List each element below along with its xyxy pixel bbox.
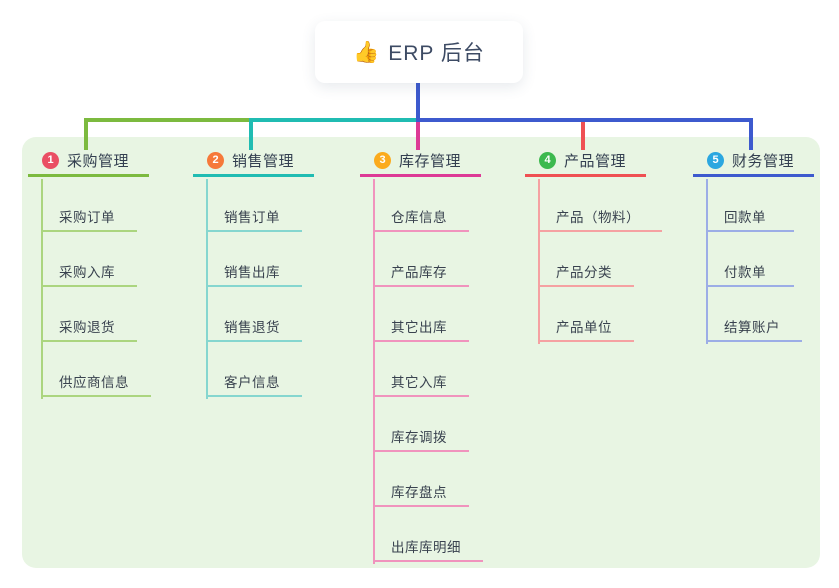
child-node[interactable]: 采购入库 bbox=[41, 261, 137, 287]
branch-5-spine-line bbox=[706, 179, 708, 344]
child-node[interactable]: 产品（物料） bbox=[538, 206, 662, 232]
child-node[interactable]: 其它出库 bbox=[373, 316, 469, 342]
child-node-label: 出库库明细 bbox=[391, 540, 461, 555]
branch-node-5[interactable]: 5 财务管理 bbox=[693, 148, 814, 177]
branch-number-badge: 4 bbox=[539, 151, 556, 169]
child-node[interactable]: 库存调拨 bbox=[373, 426, 469, 452]
child-node-label: 客户信息 bbox=[224, 375, 280, 390]
child-node[interactable]: 库存盘点 bbox=[373, 481, 469, 507]
root-trunk-line bbox=[416, 83, 420, 122]
child-node[interactable]: 仓库信息 bbox=[373, 206, 469, 232]
branches-panel bbox=[22, 137, 820, 568]
branch-3-spine-line bbox=[373, 179, 375, 564]
branch-number-badge: 1 bbox=[42, 151, 59, 169]
branch-node-2[interactable]: 2 销售管理 bbox=[193, 148, 314, 177]
child-node[interactable]: 产品单位 bbox=[538, 316, 634, 342]
child-node[interactable]: 回款单 bbox=[706, 206, 794, 232]
child-node-label: 销售出库 bbox=[224, 265, 280, 280]
child-node-label: 其它出库 bbox=[391, 320, 447, 335]
child-node-label: 产品分类 bbox=[556, 265, 612, 280]
child-node[interactable]: 采购订单 bbox=[41, 206, 137, 232]
branch-2-spine-line bbox=[206, 179, 208, 399]
branch-2-drop-line bbox=[249, 118, 253, 150]
child-node-label: 其它入库 bbox=[391, 375, 447, 390]
branch-title-label: 库存管理 bbox=[399, 152, 462, 170]
child-node[interactable]: 销售订单 bbox=[206, 206, 302, 232]
child-node[interactable]: 出库库明细 bbox=[373, 536, 483, 562]
branch-number-badge: 5 bbox=[707, 151, 724, 169]
branch-4-drop-line bbox=[581, 118, 585, 150]
mindmap-root-node[interactable]: 👍 ERP 后台 bbox=[315, 21, 523, 83]
root-node-label: ERP 后台 bbox=[388, 42, 485, 65]
branch-1-drop-line bbox=[84, 118, 88, 150]
branch-title-label: 销售管理 bbox=[232, 152, 295, 170]
branch-number-badge: 3 bbox=[374, 151, 391, 169]
child-node-label: 仓库信息 bbox=[391, 210, 447, 225]
child-node-label: 销售订单 bbox=[224, 210, 280, 225]
branch-4-spine-line bbox=[538, 179, 540, 344]
child-node-label: 回款单 bbox=[724, 210, 766, 225]
child-node[interactable]: 采购退货 bbox=[41, 316, 137, 342]
bus-line-right-outer bbox=[416, 118, 753, 122]
child-node-label: 供应商信息 bbox=[59, 375, 129, 390]
branch-node-1[interactable]: 1 采购管理 bbox=[28, 148, 149, 177]
child-node-label: 结算账户 bbox=[724, 320, 780, 335]
child-node[interactable]: 产品库存 bbox=[373, 261, 469, 287]
child-node-label: 付款单 bbox=[724, 265, 766, 280]
child-node-label: 销售退货 bbox=[224, 320, 280, 335]
child-node-label: 采购入库 bbox=[59, 265, 115, 280]
branch-1-spine-line bbox=[41, 179, 43, 399]
child-node-label: 产品单位 bbox=[556, 320, 612, 335]
child-node-label: 采购订单 bbox=[59, 210, 115, 225]
child-node[interactable]: 供应商信息 bbox=[41, 371, 151, 397]
branch-title-label: 产品管理 bbox=[564, 152, 627, 170]
child-node-label: 库存盘点 bbox=[391, 485, 447, 500]
child-node-label: 库存调拨 bbox=[391, 430, 447, 445]
child-node[interactable]: 其它入库 bbox=[373, 371, 469, 397]
thumbs-up-icon: 👍 bbox=[353, 40, 380, 64]
child-node[interactable]: 付款单 bbox=[706, 261, 794, 287]
branch-5-drop-line bbox=[749, 118, 753, 150]
branch-node-4[interactable]: 4 产品管理 bbox=[525, 148, 646, 177]
child-node-label: 采购退货 bbox=[59, 320, 115, 335]
child-node-label: 产品库存 bbox=[391, 265, 447, 280]
child-node[interactable]: 产品分类 bbox=[538, 261, 634, 287]
bus-line-left-inner bbox=[249, 118, 420, 122]
branch-node-3[interactable]: 3 库存管理 bbox=[360, 148, 481, 177]
child-node[interactable]: 销售退货 bbox=[206, 316, 302, 342]
child-node-label: 产品（物料） bbox=[556, 210, 640, 225]
child-node[interactable]: 客户信息 bbox=[206, 371, 302, 397]
child-node[interactable]: 结算账户 bbox=[706, 316, 802, 342]
branch-title-label: 财务管理 bbox=[732, 152, 795, 170]
branch-3-drop-line bbox=[416, 118, 420, 150]
child-node[interactable]: 销售出库 bbox=[206, 261, 302, 287]
branch-title-label: 采购管理 bbox=[67, 152, 130, 170]
branch-number-badge: 2 bbox=[207, 151, 224, 169]
